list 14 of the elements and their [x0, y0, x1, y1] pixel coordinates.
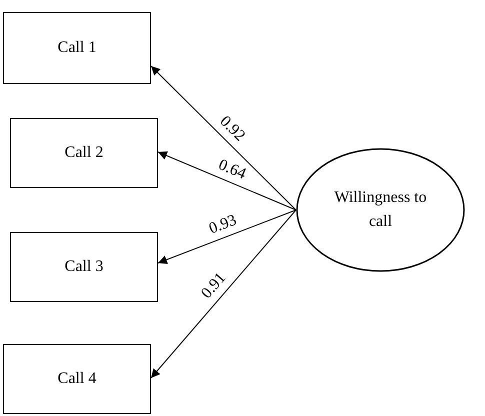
edge-label: 0.93	[206, 212, 239, 238]
arrow	[158, 151, 296, 210]
arrow	[150, 210, 296, 378]
edge-label: 0.64	[216, 157, 248, 183]
arrow	[150, 66, 296, 210]
variable-box: Call 2	[10, 118, 158, 188]
latent-variable-ellipse	[296, 148, 465, 272]
node-label: Willingness to call	[333, 188, 428, 232]
edge-label: 0.92	[216, 114, 248, 146]
edge-label: 0.91	[199, 270, 230, 302]
arrow	[158, 210, 296, 264]
variable-box: Call 4	[3, 344, 151, 414]
variable-box: Call 1	[3, 12, 151, 84]
variable-box: Call 3	[10, 232, 158, 302]
